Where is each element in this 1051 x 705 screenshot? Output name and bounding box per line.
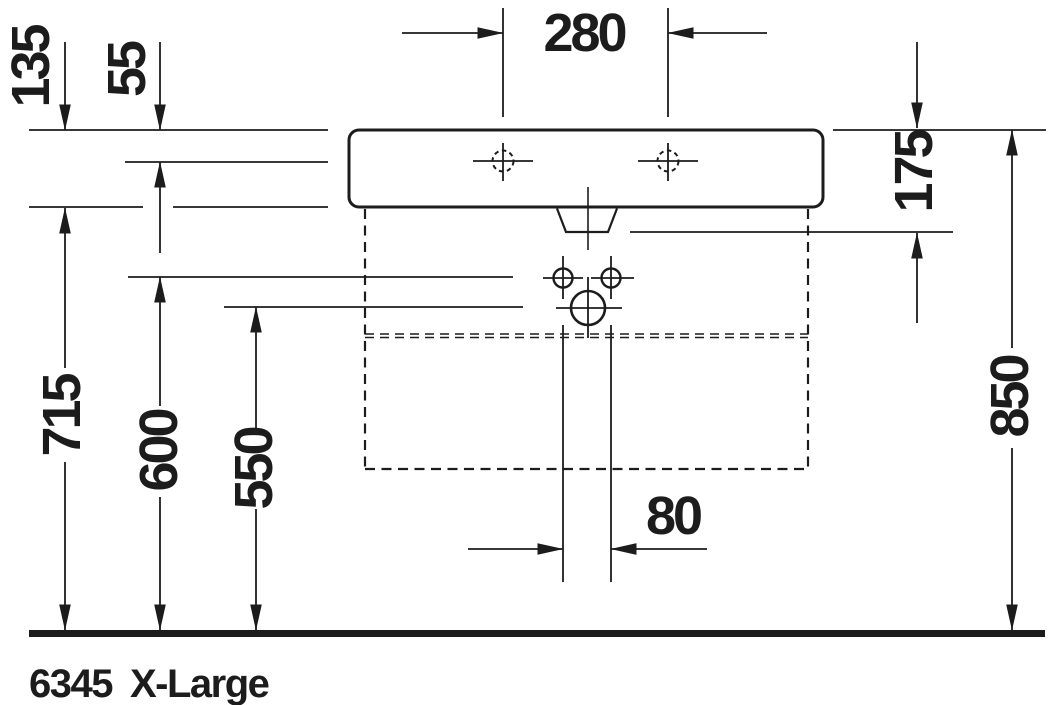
basin-outline bbox=[347, 128, 825, 209]
dim-label-850: 850 bbox=[980, 356, 1040, 438]
model-number: 6345 bbox=[29, 662, 113, 705]
dim-label-135: 135 bbox=[1, 26, 61, 108]
dimension-arrows bbox=[59, 27, 1018, 631]
faucet-hole-left bbox=[473, 143, 533, 181]
floor-line bbox=[29, 630, 1045, 637]
drain-outlet bbox=[555, 187, 619, 250]
drawing-title: 6345 X-Large bbox=[29, 662, 270, 705]
drain-extension-lines bbox=[562, 325, 612, 582]
dim-label-175: 175 bbox=[884, 131, 944, 213]
dim-label-80: 80 bbox=[645, 486, 703, 546]
dim-label-280: 280 bbox=[543, 3, 627, 63]
model-variant: X-Large bbox=[129, 662, 270, 705]
mounting-hole-left bbox=[543, 256, 583, 299]
cabinet-shelf-double-dashed-line bbox=[365, 333, 808, 339]
dim-label-55: 55 bbox=[97, 42, 157, 98]
faucet-hole-right bbox=[638, 143, 698, 181]
siphon-hole bbox=[556, 277, 622, 338]
mounting-hole-right bbox=[591, 256, 634, 299]
cabinet-dashed-outline bbox=[363, 209, 810, 471]
dim-label-715: 715 bbox=[32, 375, 92, 457]
dim-label-550: 550 bbox=[224, 428, 284, 510]
dim-label-600: 600 bbox=[129, 410, 189, 492]
